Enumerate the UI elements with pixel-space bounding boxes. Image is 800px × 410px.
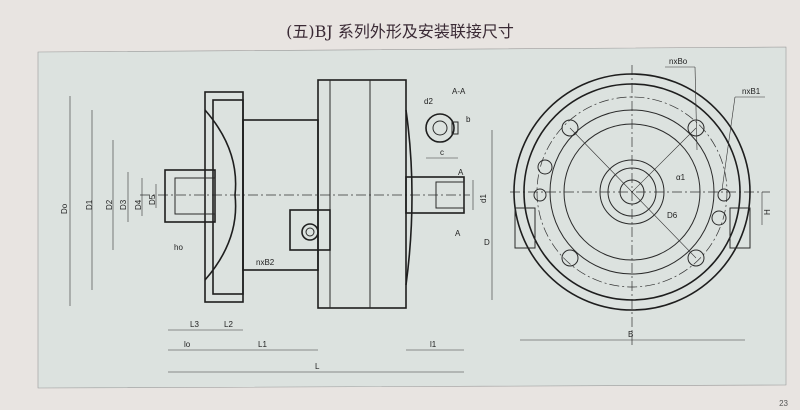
label-d1: D1 (85, 199, 94, 210)
label-l1-small: l1 (430, 340, 437, 349)
label-d1-shaft: d1 (479, 194, 488, 203)
label-ho: ho (174, 243, 183, 252)
label-d2-key: d2 (424, 97, 433, 106)
label-l2: L2 (224, 320, 233, 329)
label-section: A-A (452, 87, 466, 96)
label-d3: D3 (119, 199, 128, 210)
label-b-width: B (628, 330, 633, 339)
section-a-a (425, 113, 459, 159)
label-d: D (484, 238, 490, 247)
front-view (510, 65, 770, 345)
label-nxbo: nxBo (669, 57, 688, 66)
page-number: 23 (779, 399, 788, 408)
side-view (69, 79, 493, 373)
label-do: Do (60, 203, 69, 214)
label-c: c (440, 148, 444, 157)
page-title: (五)BJ 系列外形及安装联接尺寸 (286, 22, 514, 41)
label-l: L (315, 362, 320, 371)
label-d6: D6 (667, 211, 678, 220)
label-d5: D5 (148, 194, 157, 205)
label-a-top: A (458, 168, 464, 177)
label-d2: D2 (105, 199, 114, 210)
label-nxb1: nxB1 (742, 87, 761, 96)
label-nxb2: nxB2 (256, 258, 275, 267)
label-a-bottom: A (455, 229, 461, 238)
label-l3: L3 (190, 320, 199, 329)
label-alpha1: α1 (676, 173, 686, 182)
label-d4: D4 (134, 199, 143, 210)
label-l1: L1 (258, 340, 267, 349)
label-h: H (763, 209, 772, 215)
label-lo: lo (184, 340, 191, 349)
label-b: b (466, 115, 471, 124)
